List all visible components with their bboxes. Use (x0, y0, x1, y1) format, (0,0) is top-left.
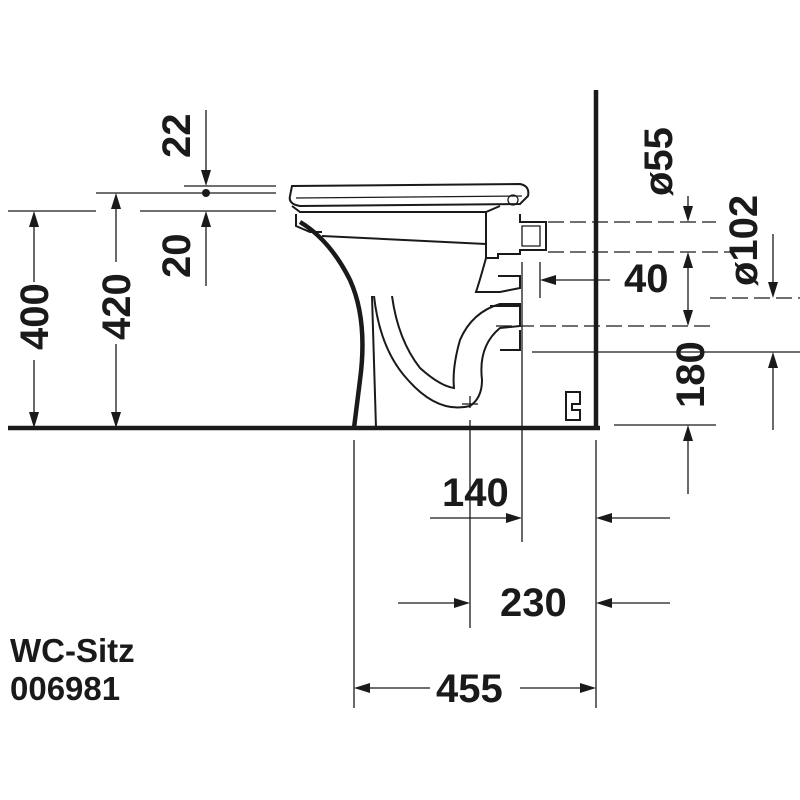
dim-label-20: 20 (155, 234, 199, 279)
dimension-420 (111, 193, 121, 428)
dimension-455 (354, 683, 596, 693)
dimension-140 (430, 513, 670, 523)
dimension-seat-gap (96, 110, 276, 286)
dimension-400 (8, 210, 96, 428)
dim-label-140: 140 (442, 471, 509, 515)
caption-article-number: 006981 (10, 670, 120, 707)
dimension-dia-102 (768, 234, 778, 430)
dim-label-dia-55: ø55 (637, 127, 681, 196)
toilet-profile (288, 182, 581, 429)
dim-label-230: 230 (500, 581, 567, 625)
dim-label-455: 455 (436, 667, 503, 711)
dimension-40 (521, 262, 610, 542)
dim-label-420: 420 (95, 273, 139, 340)
dim-label-22: 22 (155, 114, 199, 159)
caption-product-name: WC-Sitz (10, 632, 135, 669)
dimension-dia-55 (683, 196, 693, 326)
dimension-230 (398, 598, 670, 608)
extension-lines (353, 420, 597, 708)
dim-label-dia-102: ø102 (722, 195, 766, 286)
dim-label-400: 400 (13, 283, 57, 350)
dim-label-40: 40 (624, 257, 669, 301)
dimension-180 (683, 425, 693, 494)
dim-label-180: 180 (669, 341, 713, 408)
